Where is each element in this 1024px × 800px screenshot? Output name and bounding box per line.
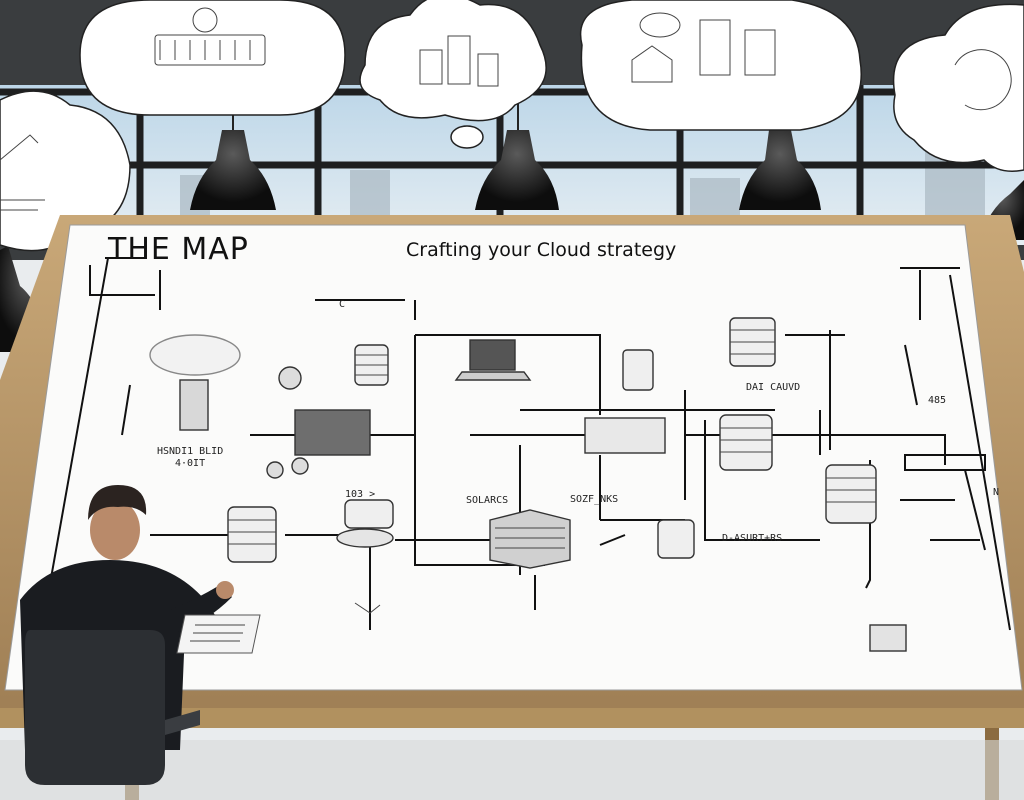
- right-top-label: DAI CAUVD: [746, 382, 800, 393]
- right-bottom-label: D-ASURT+RS: [722, 533, 782, 544]
- map-title: THE MAP: [107, 232, 249, 267]
- map-subtitle: Crafting your Cloud strategy: [406, 239, 676, 261]
- left-node-sublabel: 4·0IT: [175, 458, 205, 469]
- left-node-label: HSNDI1 BLID: [157, 446, 223, 457]
- right-edge-label: N: [993, 487, 999, 498]
- network-diagram: [89, 265, 986, 630]
- right-top-small-label: 485: [928, 395, 946, 406]
- mid-top-label: 103 >: [345, 489, 375, 500]
- far-left-c-label: C: [339, 299, 345, 310]
- notebook: [176, 614, 261, 654]
- thought-clouds: [0, 0, 1024, 252]
- mid-left-label: SOLARCS: [466, 495, 508, 506]
- server-stacks: [149, 317, 907, 652]
- mid-right-label: SOZF_NKS: [570, 494, 618, 505]
- person-drawing: [20, 485, 234, 785]
- cloud-sketches: [0, 7, 1012, 211]
